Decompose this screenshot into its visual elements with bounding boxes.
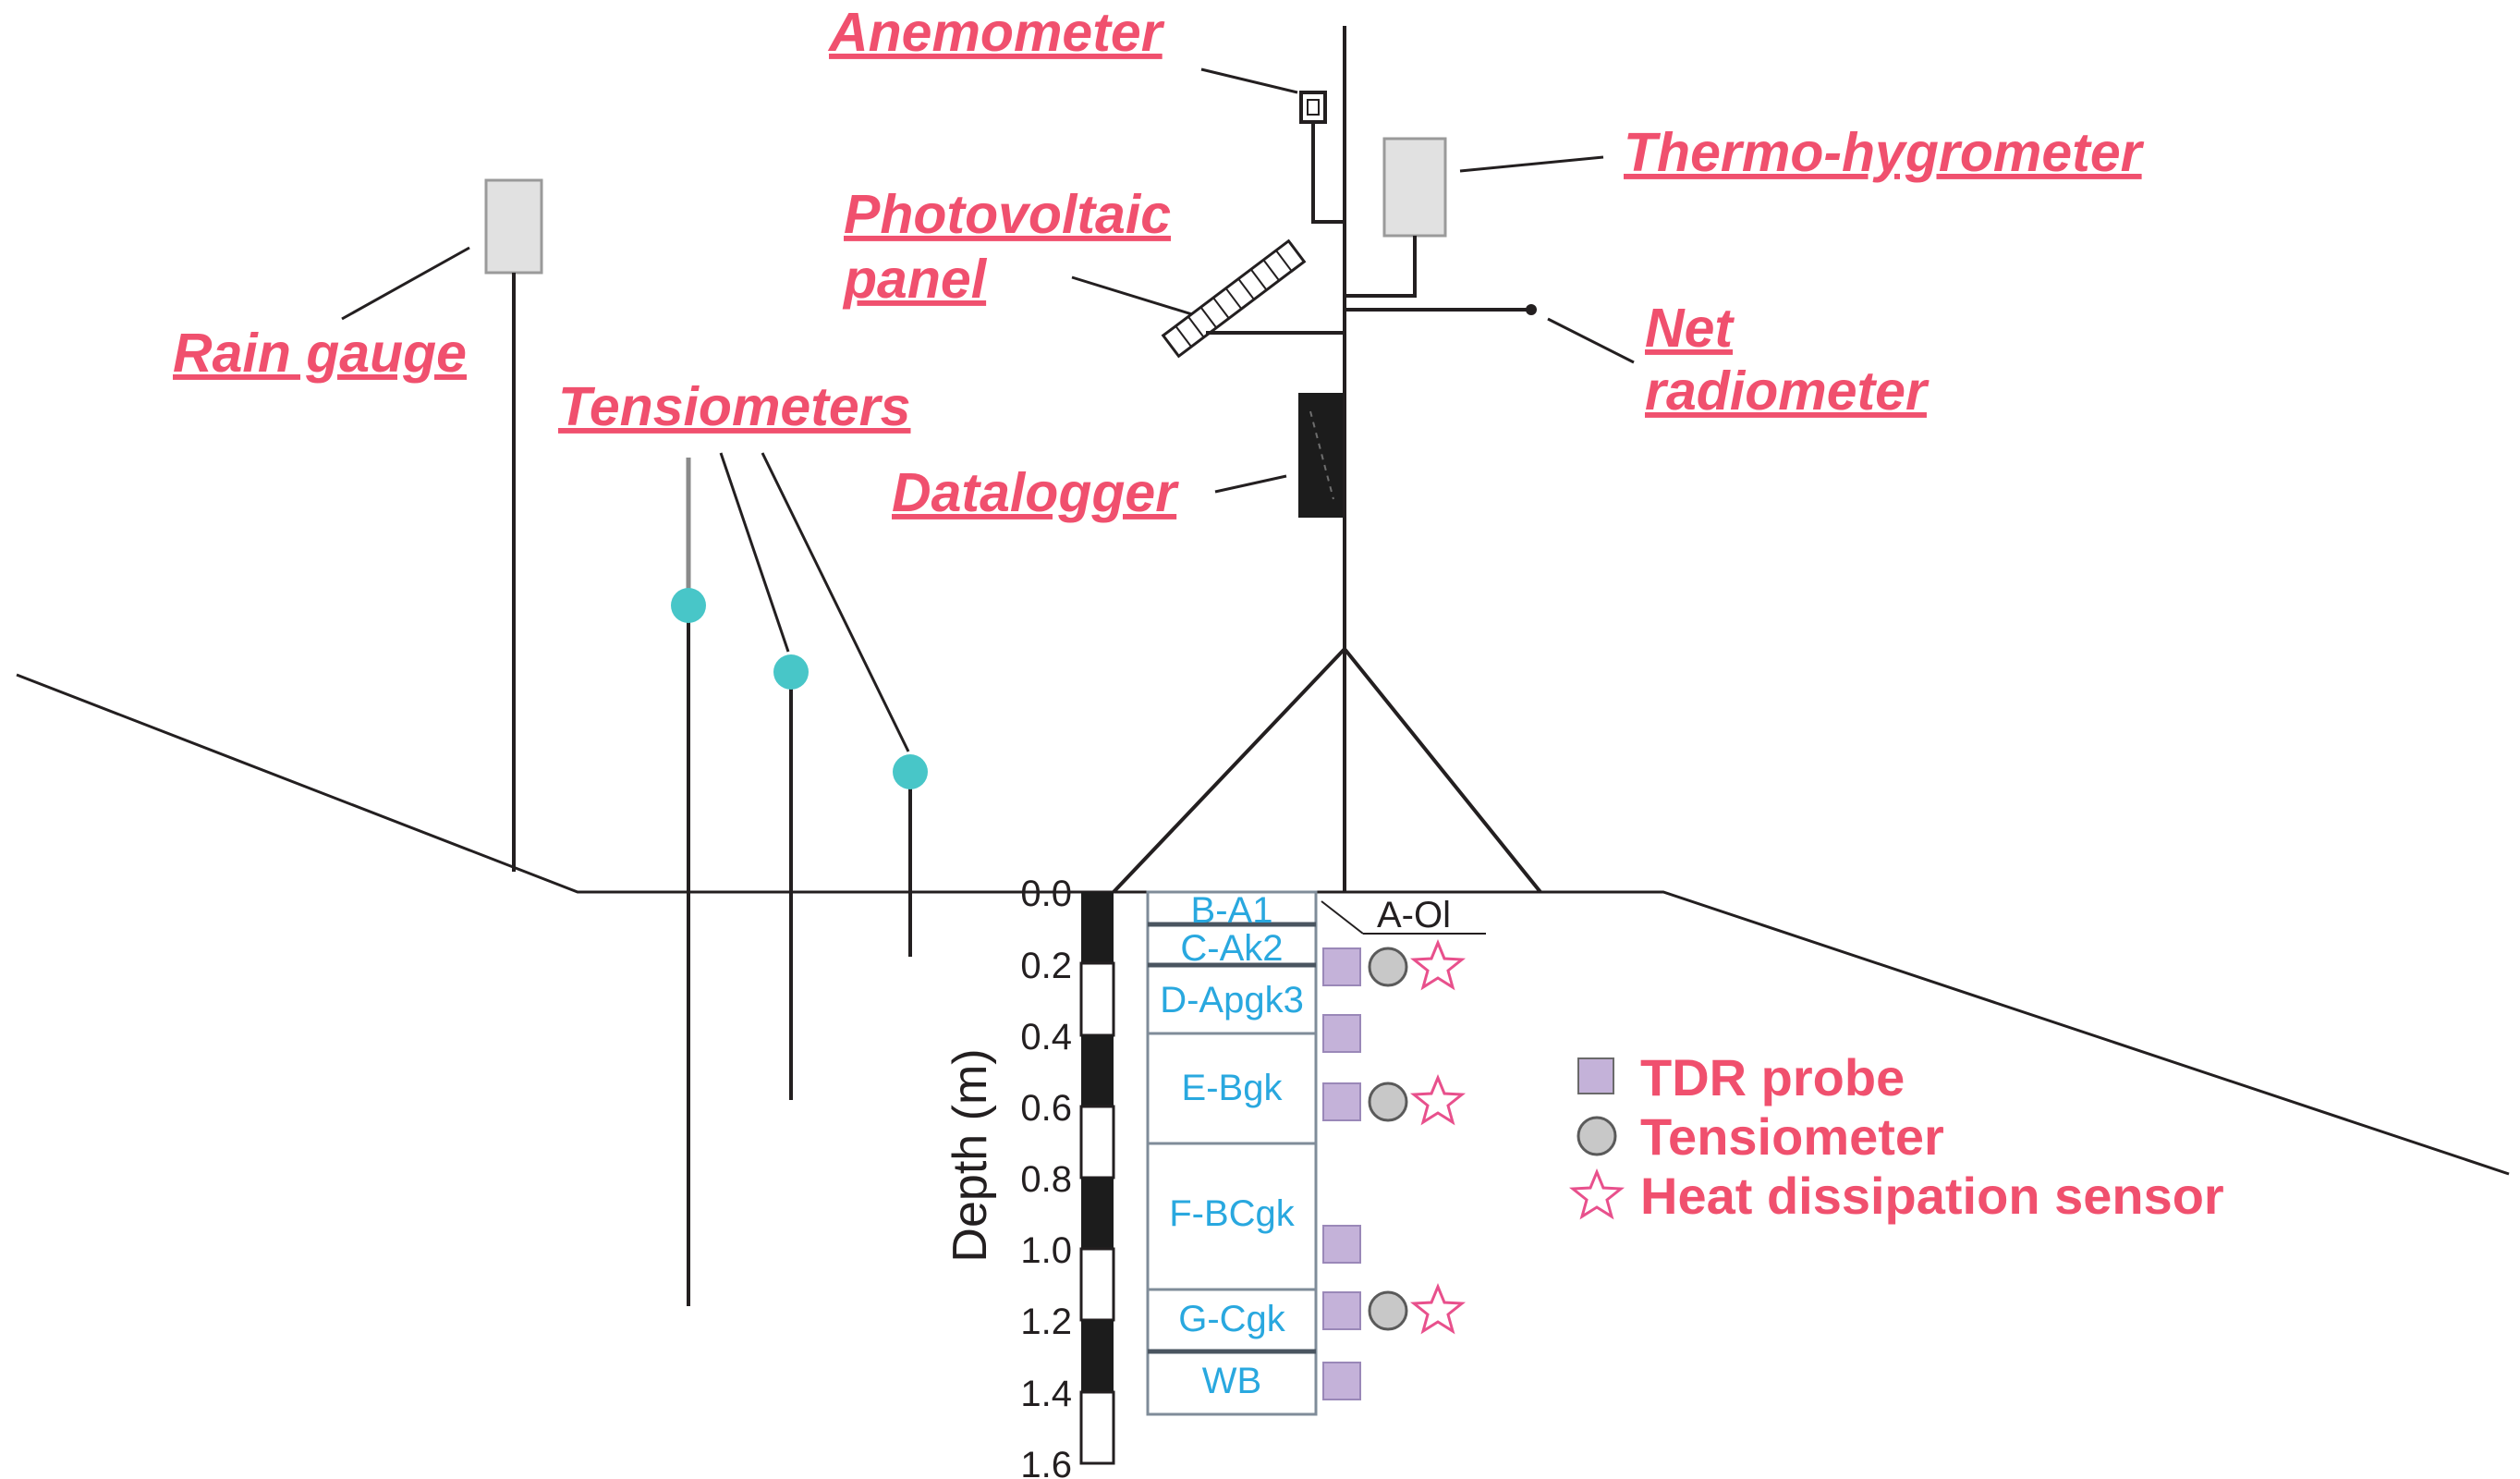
legend-heat-label: Heat dissipation sensor bbox=[1640, 1167, 2224, 1225]
photovoltaic-panel-label-line2: panel bbox=[842, 249, 988, 310]
tensiometer-head-icon-1 bbox=[671, 588, 706, 623]
depth-tick-4: 0.8 bbox=[1020, 1159, 1072, 1200]
depth-tick-7: 1.4 bbox=[1020, 1374, 1072, 1414]
depth-scale-bar bbox=[1079, 892, 1115, 1465]
rain-gauge-icon bbox=[484, 178, 543, 275]
tensiometer-head-icon-3 bbox=[893, 754, 928, 789]
horizon-label-1: C-Ak2 bbox=[1180, 928, 1283, 969]
legend-tdr-label: TDR probe bbox=[1640, 1048, 1905, 1106]
depth-tick-2: 0.4 bbox=[1020, 1017, 1072, 1057]
datalogger-leader bbox=[1214, 474, 1287, 494]
depth-tick-8: 1.6 bbox=[1020, 1445, 1072, 1479]
tensiometer-icon-1 bbox=[1368, 947, 1408, 987]
net-radiometer-icon bbox=[1526, 304, 1537, 315]
tensiometers-label: Tensiometers bbox=[558, 376, 910, 437]
depth-tick-5: 1.0 bbox=[1020, 1230, 1072, 1271]
depth-axis-title: Depth (m) bbox=[943, 1048, 997, 1262]
horizon-label-5: G-Cgk bbox=[1178, 1299, 1286, 1339]
heat-sensor-icon-3 bbox=[1409, 1283, 1467, 1335]
heat-sensor-icon-1 bbox=[1409, 939, 1467, 991]
legend-heat-icon bbox=[1568, 1168, 1625, 1220]
heat-sensor-icon-2 bbox=[1409, 1074, 1467, 1126]
rain-gauge-label: Rain gauge bbox=[173, 323, 467, 384]
tripod bbox=[1112, 645, 1542, 894]
depth-tick-3: 0.6 bbox=[1020, 1088, 1072, 1129]
depth-tick-1: 0.2 bbox=[1020, 946, 1072, 986]
horizon-label-4: F-BCgk bbox=[1169, 1193, 1296, 1234]
tensiometer-leader-3 bbox=[761, 452, 910, 752]
anemometer-cup bbox=[1307, 99, 1320, 116]
tdr-probe-icon-2 bbox=[1322, 1014, 1361, 1053]
tensiometer-icon-2 bbox=[1368, 1082, 1408, 1122]
legend: TDR probe Tensiometer Heat dissipation s… bbox=[1568, 1048, 2224, 1225]
depth-tick-0: 0.0 bbox=[1020, 874, 1072, 914]
thermo-hygrometer-arm bbox=[1345, 236, 1417, 298]
datalogger-hinge bbox=[1309, 410, 1334, 500]
ground-surface-line bbox=[16, 673, 2510, 1176]
anemometer-label: Anemometer bbox=[827, 2, 1165, 63]
horizon-label-2: D-Apgk3 bbox=[1160, 980, 1304, 1021]
photovoltaic-panel-icon bbox=[1161, 238, 1307, 359]
horizon-label-6: WB bbox=[1202, 1361, 1261, 1401]
horizon-label-0: B-A1 bbox=[1191, 890, 1273, 931]
tensiometer-icon-3 bbox=[1368, 1290, 1408, 1331]
legend-tensiometer-label: Tensiometer bbox=[1640, 1107, 1944, 1166]
tdr-probe-icon-4 bbox=[1322, 1225, 1361, 1264]
legend-tdr-icon bbox=[1577, 1057, 1614, 1094]
tensiometer-leader-2 bbox=[719, 452, 790, 653]
thermo-hygrometer-icon bbox=[1382, 137, 1447, 238]
a-ol-leader bbox=[1321, 900, 1364, 935]
datalogger-label: Datalogger bbox=[892, 462, 1179, 523]
legend-tensiometer-icon bbox=[1577, 1116, 1617, 1156]
horizon-label-3: E-Bgk bbox=[1182, 1068, 1284, 1108]
surface-horizon-label: A-Ol bbox=[1377, 895, 1451, 935]
rain-gauge-leader bbox=[341, 246, 470, 321]
photovoltaic-panel-leader bbox=[1071, 275, 1193, 316]
tdr-probe-icon-5 bbox=[1322, 1291, 1361, 1330]
thermo-hygrometer-leader bbox=[1459, 155, 1604, 173]
net-radiometer-leader bbox=[1547, 317, 1635, 364]
depth-tick-6: 1.2 bbox=[1020, 1302, 1072, 1342]
photovoltaic-panel-label-line1: Photovoltaic bbox=[844, 184, 1171, 245]
datalogger-icon bbox=[1298, 393, 1343, 518]
thermo-hygrometer-label: Thermo-hygrometer bbox=[1624, 122, 2145, 183]
anemometer-leader bbox=[1200, 67, 1298, 94]
soil-profile-column bbox=[1146, 890, 1318, 1416]
tdr-probe-icon-6 bbox=[1322, 1362, 1361, 1400]
tensiometer-head-icon-2 bbox=[773, 654, 809, 690]
tdr-probe-icon-3 bbox=[1322, 1082, 1361, 1121]
tdr-probe-icon-1 bbox=[1322, 947, 1361, 986]
net-radiometer-label-line1: Net bbox=[1645, 298, 1735, 359]
anemometer-arm bbox=[1311, 122, 1345, 224]
net-radiometer-label-line2: radiometer bbox=[1645, 361, 1930, 422]
